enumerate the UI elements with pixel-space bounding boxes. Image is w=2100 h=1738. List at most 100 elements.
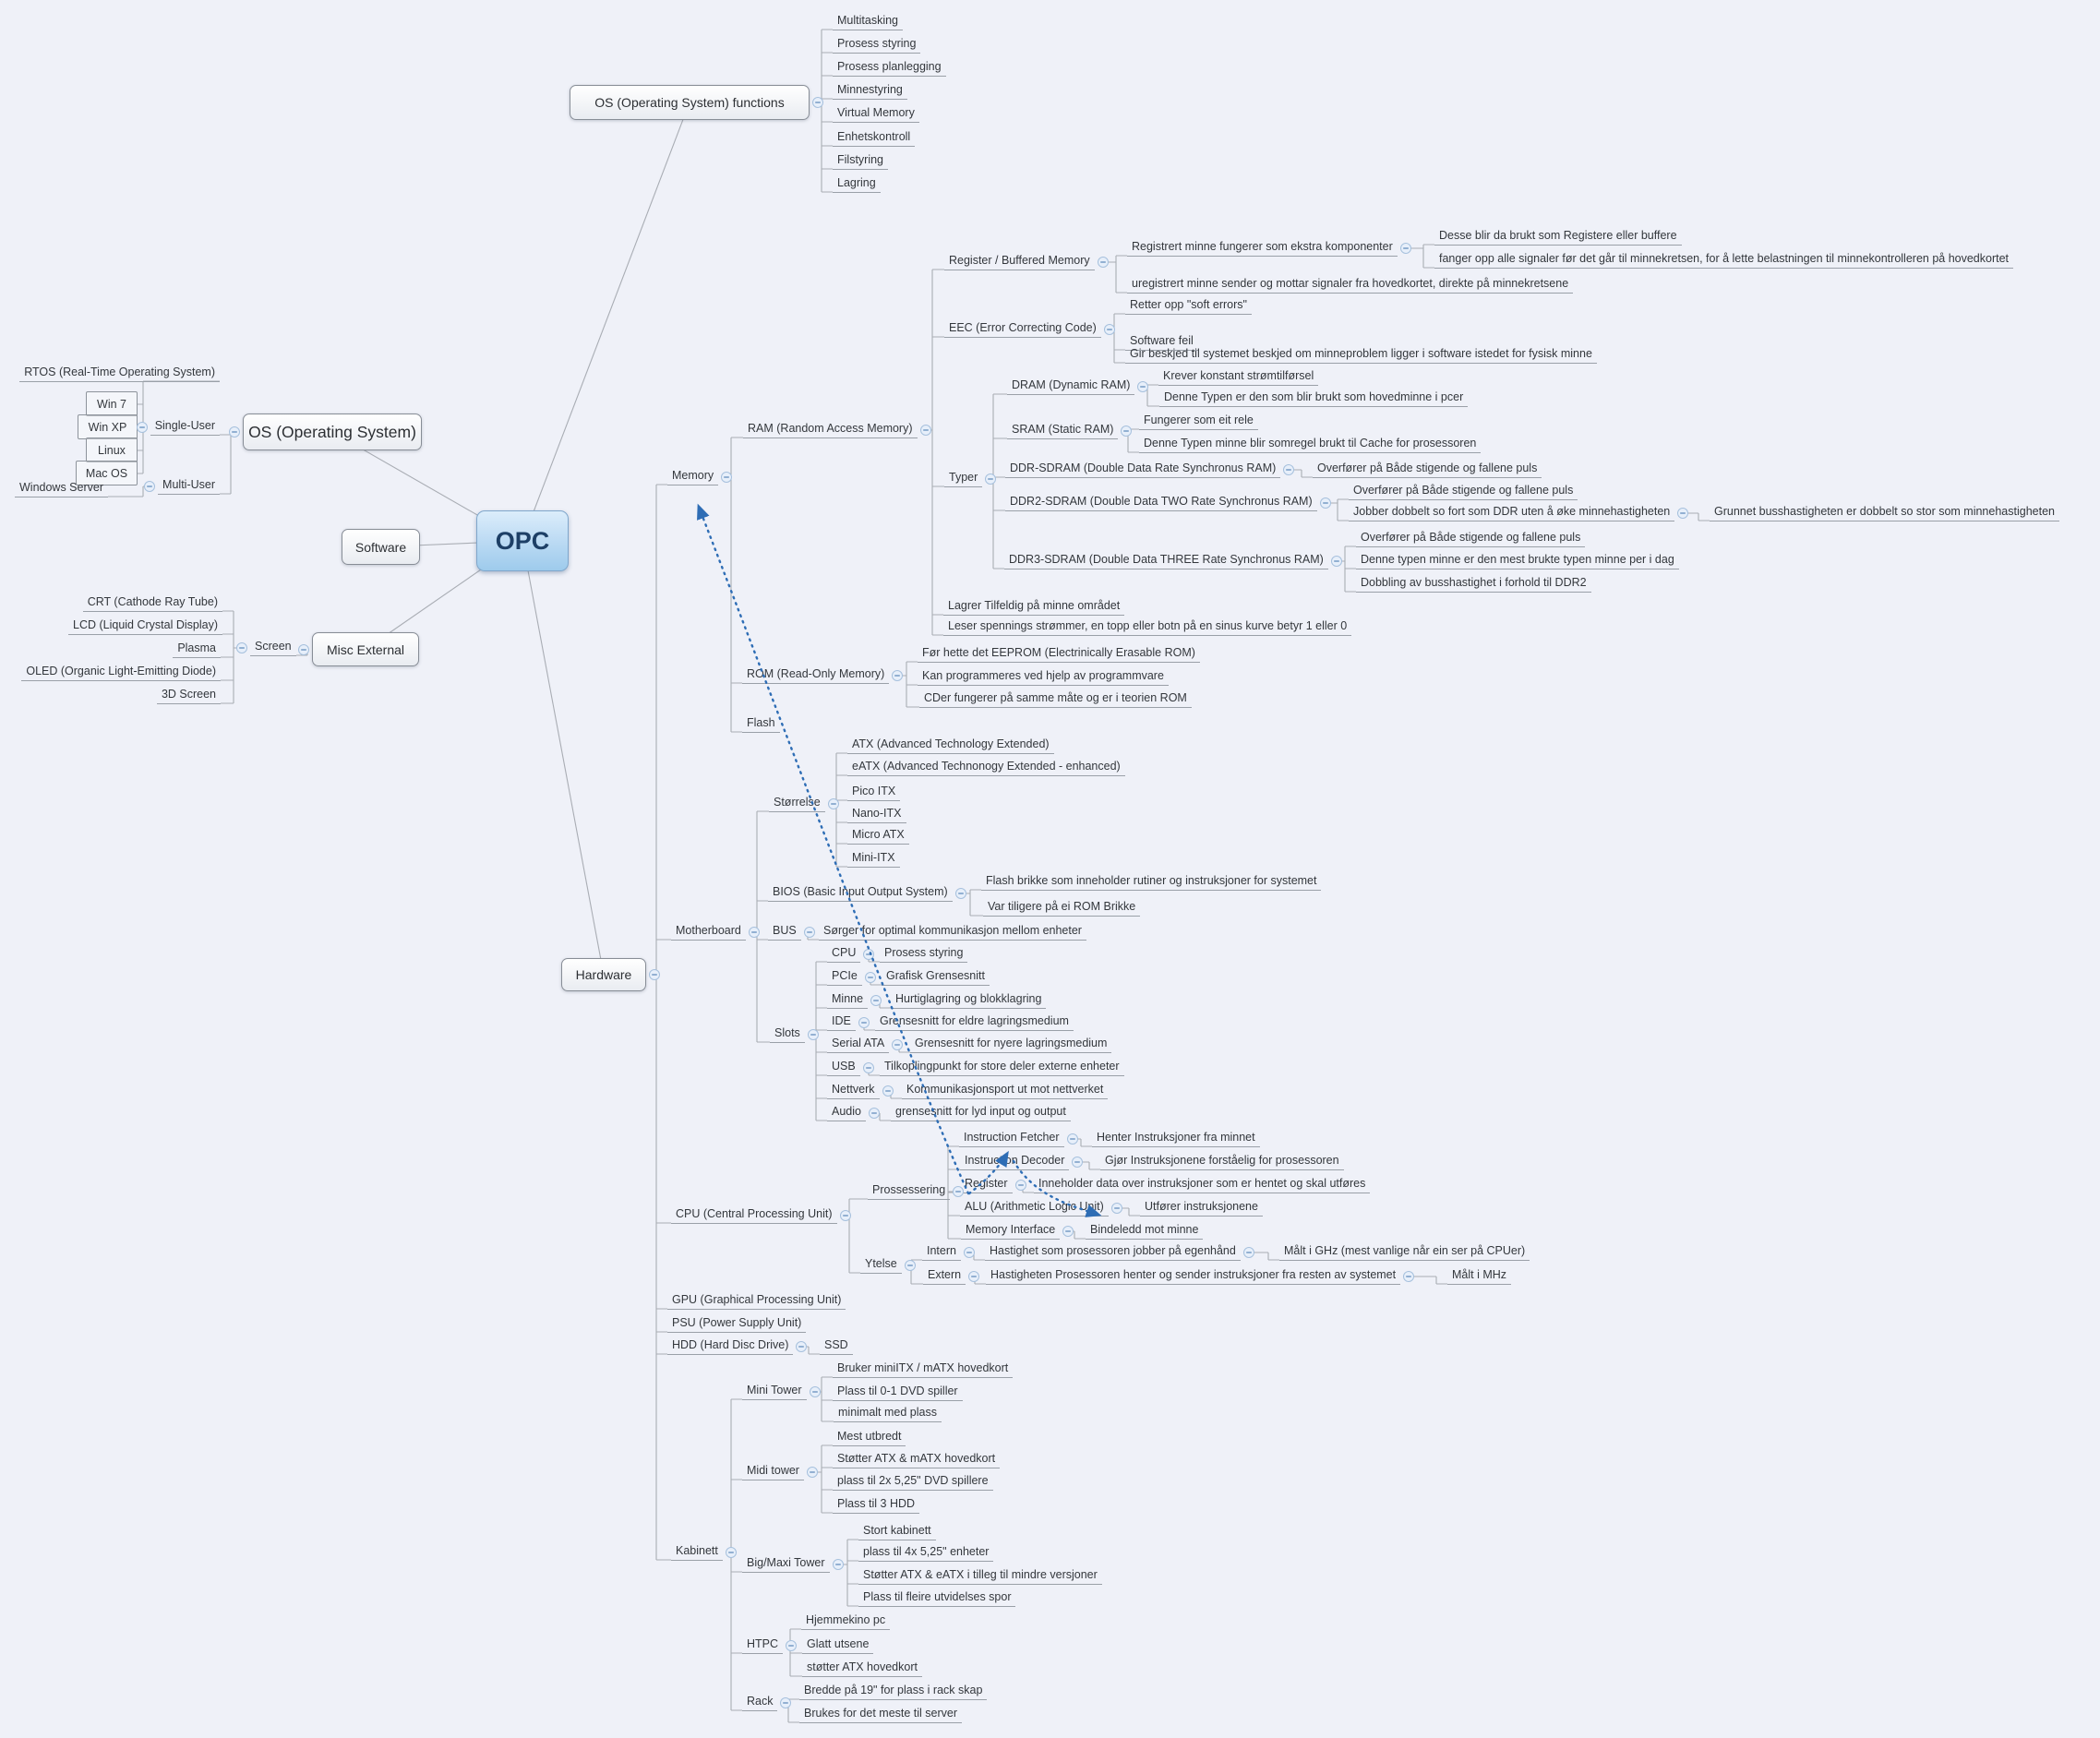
node-ssd[interactable]: SSD bbox=[820, 1337, 853, 1355]
toggle-icon-htpc[interactable] bbox=[786, 1640, 797, 1651]
toggle-icon-hdd[interactable] bbox=[796, 1341, 807, 1352]
node-hurtig[interactable]: Hurtiglagring og blokklagring bbox=[891, 991, 1047, 1009]
node-f6[interactable]: Enhetskontroll bbox=[833, 129, 916, 147]
node-psu[interactable]: PSU (Power Supply Unit) bbox=[667, 1315, 807, 1333]
node-over2[interactable]: Overfører på Både stigende og fallene pu… bbox=[1349, 483, 1578, 500]
node-f2[interactable]: Prosess styring bbox=[833, 36, 921, 54]
node-lcd[interactable]: LCD (Liquid Crystal Display) bbox=[68, 617, 222, 635]
node-gpu[interactable]: GPU (Graphical Processing Unit) bbox=[667, 1292, 846, 1310]
toggle-icon-audio[interactable] bbox=[869, 1108, 880, 1119]
node-flash[interactable]: Flash bbox=[742, 715, 780, 733]
node-utforer[interactable]: Utfører instruksjonene bbox=[1140, 1199, 1263, 1217]
node-microatx[interactable]: Micro ATX bbox=[847, 827, 909, 845]
toggle-icon-pross[interactable] bbox=[953, 1186, 964, 1197]
node-fungerer[interactable]: Fungerer som eit rele bbox=[1139, 413, 1258, 430]
node-crt[interactable]: CRT (Cathode Ray Tube) bbox=[82, 594, 222, 612]
node-minimalt[interactable]: minimalt med plass bbox=[834, 1405, 942, 1422]
toggle-icon-nettverk[interactable] bbox=[882, 1085, 894, 1097]
toggle-icon-hardware[interactable] bbox=[649, 969, 660, 980]
node-gjor[interactable]: Gjør Instruksjonene forståelig for prose… bbox=[1100, 1153, 1344, 1170]
toggle-icon-reg[interactable] bbox=[1015, 1180, 1026, 1191]
toggle-icon-mu[interactable] bbox=[144, 481, 155, 492]
node-plass4x[interactable]: plass til 4x 5,25" enheter bbox=[858, 1544, 994, 1562]
node-jobber[interactable]: Jobber dobbelt so fort som DDR uten å øk… bbox=[1349, 504, 1675, 521]
node-lagrer[interactable]: Lagrer Tilfeldig på minne området bbox=[943, 598, 1125, 616]
toggle-icon-dram[interactable] bbox=[1137, 381, 1148, 392]
toggle-icon-misc[interactable] bbox=[298, 644, 309, 655]
node-over1[interactable]: Overfører på Både stigende og fallene pu… bbox=[1313, 461, 1542, 478]
node-cder[interactable]: CDer fungerer på samme måte og er i teor… bbox=[919, 690, 1192, 708]
node-audio[interactable]: Audio bbox=[827, 1104, 866, 1121]
node-tilkop[interactable]: Tilkoplingpunkt for store deler externe … bbox=[880, 1059, 1124, 1076]
toggle-icon-rack[interactable] bbox=[780, 1697, 791, 1708]
node-ide[interactable]: IDE bbox=[827, 1013, 856, 1031]
node-plass2x[interactable]: plass til 2x 5,25" DVD spillere bbox=[833, 1473, 993, 1491]
node-henter[interactable]: Henter Instruksjoner fra minnet bbox=[1092, 1130, 1260, 1147]
node-f4[interactable]: Minnestyring bbox=[833, 82, 907, 100]
toggle-icon-osfunc[interactable] bbox=[812, 97, 823, 108]
node-bredde[interactable]: Bredde på 19" for plass i rack skap bbox=[799, 1683, 988, 1700]
toggle-icon-slotcpu[interactable] bbox=[863, 949, 874, 960]
node-desse[interactable]: Desse blir da brukt som Registere eller … bbox=[1434, 228, 1682, 246]
toggle-icon-ytelse[interactable] bbox=[905, 1260, 916, 1271]
node-ddr3[interactable]: DDR3-SDRAM (Double Data THREE Rate Synch… bbox=[1004, 552, 1328, 569]
node-grunnet[interactable]: Grunnet busshastigheten er dobbelt so st… bbox=[1710, 504, 2059, 521]
node-ifetch[interactable]: Instruction Fetcher bbox=[959, 1130, 1064, 1147]
node-winserver[interactable]: Windows Server bbox=[15, 480, 108, 497]
toggle-icon-idec[interactable] bbox=[1072, 1157, 1083, 1168]
node-stotteratx[interactable]: Støtter ATX & mATX hovedkort bbox=[833, 1451, 1001, 1468]
node-gir[interactable]: Gir beskjed til systemet beskjed om minn… bbox=[1125, 346, 1597, 364]
toggle-icon-miditower[interactable] bbox=[807, 1467, 818, 1478]
node-plass3[interactable]: Plass til 3 HDD bbox=[833, 1496, 920, 1514]
node-glatt[interactable]: Glatt utsene bbox=[802, 1636, 874, 1654]
node-sram[interactable]: SRAM (Static RAM) bbox=[1007, 422, 1119, 439]
node-forhette[interactable]: Før hette det EEPROM (Electrinically Era… bbox=[918, 645, 1200, 663]
node-leser[interactable]: Leser spennings strømmer, en topp eller … bbox=[943, 618, 1352, 636]
node-uregistrert[interactable]: uregistrert minne sender og mottar signa… bbox=[1127, 276, 1574, 294]
node-fleire[interactable]: Plass til fleire utvidelses spor bbox=[858, 1589, 1016, 1607]
toggle-icon-minne[interactable] bbox=[870, 995, 882, 1006]
node-nano[interactable]: Nano-ITX bbox=[847, 806, 906, 823]
node-reg[interactable]: Register bbox=[960, 1176, 1013, 1193]
node-winxp[interactable]: Win XP bbox=[78, 414, 138, 439]
node-osfunc[interactable]: OS (Operating System) functions bbox=[570, 85, 810, 120]
node-retter[interactable]: Retter opp "soft errors" bbox=[1125, 297, 1252, 315]
node-fanger[interactable]: fanger opp alle signaler før det går til… bbox=[1434, 251, 2014, 269]
toggle-icon-slots[interactable] bbox=[808, 1029, 819, 1040]
toggle-icon-kabinett[interactable] bbox=[726, 1547, 737, 1558]
node-pross[interactable]: Prossessering bbox=[868, 1182, 951, 1200]
node-slots[interactable]: Slots bbox=[770, 1025, 805, 1043]
toggle-icon-pcie[interactable] bbox=[865, 972, 876, 983]
toggle-icon-storrelse[interactable] bbox=[828, 798, 839, 809]
node-hastighet[interactable]: Hastighet som prosessoren jobber på egen… bbox=[985, 1243, 1241, 1261]
toggle-icon-extern[interactable] bbox=[968, 1271, 979, 1282]
toggle-icon-mobo[interactable] bbox=[749, 927, 760, 938]
node-rack[interactable]: Rack bbox=[742, 1694, 778, 1711]
node-sata[interactable]: Serial ATA bbox=[827, 1036, 890, 1053]
node-eec[interactable]: EEC (Error Correcting Code) bbox=[944, 320, 1101, 338]
node-su[interactable]: Single-User bbox=[150, 418, 220, 436]
node-alu[interactable]: ALU (Arithmetic Logic Unit) bbox=[960, 1199, 1109, 1217]
node-extern[interactable]: Extern bbox=[923, 1267, 966, 1285]
node-f3[interactable]: Prosess planlegging bbox=[833, 59, 946, 77]
node-macos[interactable]: Mac OS bbox=[76, 461, 138, 485]
toggle-icon-hastighet[interactable] bbox=[1243, 1247, 1254, 1258]
node-registrert[interactable]: Registrert minne fungerer som ekstra kom… bbox=[1127, 239, 1398, 257]
node-mobo[interactable]: Motherboard bbox=[671, 923, 746, 941]
node-screen[interactable]: Screen bbox=[250, 639, 296, 656]
node-pcie[interactable]: PCIe bbox=[827, 968, 862, 986]
node-misc[interactable]: Misc External bbox=[312, 632, 419, 666]
node-regbuf[interactable]: Register / Buffered Memory bbox=[944, 253, 1095, 270]
node-rtos[interactable]: RTOS (Real-Time Operating System) bbox=[19, 365, 220, 382]
toggle-icon-su[interactable] bbox=[137, 422, 148, 433]
node-stotter2[interactable]: Støtter ATX & eATX i tilleg til mindre v… bbox=[858, 1567, 1102, 1585]
node-plasma[interactable]: Plasma bbox=[173, 641, 221, 658]
toggle-icon-ide[interactable] bbox=[858, 1017, 870, 1028]
node-os[interactable]: OS (Operating System) bbox=[243, 414, 422, 450]
node-ddr[interactable]: DDR-SDRAM (Double Data Rate Synchronus R… bbox=[1005, 461, 1281, 478]
node-atx[interactable]: ATX (Advanced Technology Extended) bbox=[847, 737, 1054, 754]
toggle-icon-rom[interactable] bbox=[892, 670, 903, 681]
node-dennetypen1[interactable]: Denne Typen er den som blir brukt som ho… bbox=[1159, 390, 1469, 407]
node-htpc[interactable]: HTPC bbox=[742, 1636, 784, 1654]
node-ytelse[interactable]: Ytelse bbox=[860, 1256, 902, 1274]
